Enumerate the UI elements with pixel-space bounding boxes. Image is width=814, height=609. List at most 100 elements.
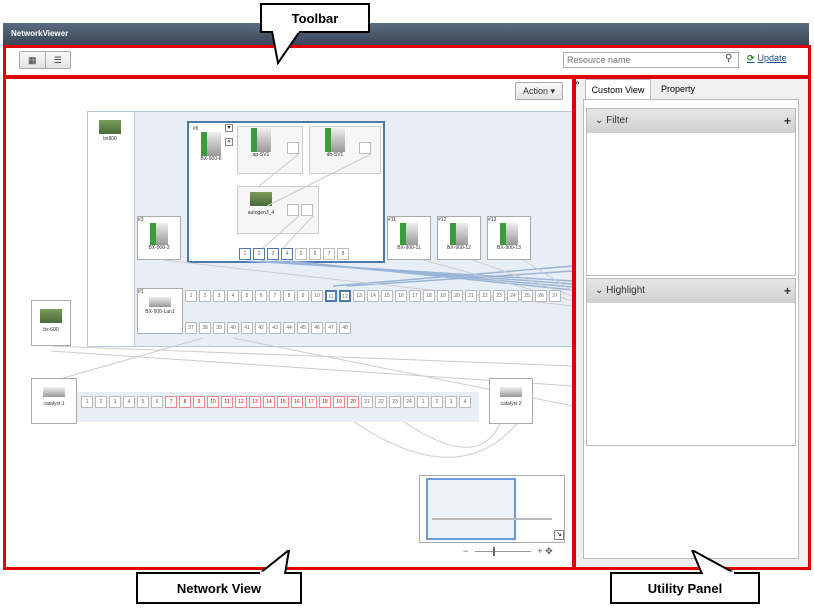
highlight-header[interactable]: ⌄ Highlight+ (587, 279, 795, 303)
server-port[interactable]: 3 (267, 248, 279, 260)
switch-port[interactable]: 27 (549, 290, 561, 302)
switch-port[interactable]: 25 (521, 290, 533, 302)
switch-port[interactable]: 18 (423, 290, 435, 302)
switch-port[interactable]: 9 (297, 290, 309, 302)
add-filter-icon[interactable]: + (783, 114, 791, 128)
tab-custom-view[interactable]: Custom View (585, 79, 651, 99)
catalyst-port[interactable]: 22 (375, 396, 387, 408)
switch-port[interactable]: 43 (269, 322, 281, 334)
server-port[interactable]: 8 (337, 248, 349, 260)
catalyst-port-error[interactable]: 18 (319, 396, 331, 408)
switch-port[interactable]: 39 (213, 322, 225, 334)
catalyst-port-error[interactable]: 13 (249, 396, 261, 408)
catalyst-port[interactable]: 24 (403, 396, 415, 408)
switch-port[interactable]: 14 (367, 290, 379, 302)
vswitch-port[interactable] (301, 204, 313, 216)
action-button[interactable]: Action ▾ (515, 82, 563, 100)
catalyst-port[interactable]: 1 (81, 396, 93, 408)
catalyst-port-error[interactable]: 19 (333, 396, 345, 408)
server-port[interactable]: 1 (239, 248, 251, 260)
lan-switch-node[interactable]: #1 BX-900-Lan1 (137, 288, 183, 334)
server-node-bx900-6[interactable]: #6 BX-900-6 (193, 126, 229, 170)
server-port[interactable]: 2 (253, 248, 265, 260)
switch-port[interactable]: 22 (479, 290, 491, 302)
server-port[interactable]: 7 (323, 248, 335, 260)
minimap-viewport[interactable] (426, 478, 516, 540)
switch-port[interactable]: 24 (507, 290, 519, 302)
catalyst-port[interactable]: 4 (459, 396, 471, 408)
switch-port[interactable]: 19 (437, 290, 449, 302)
switch-port[interactable]: 5 (241, 290, 253, 302)
catalyst-port[interactable]: 1 (417, 396, 429, 408)
server-node-bx900-3[interactable]: #3 BX-900-3 (137, 216, 181, 260)
fit-icon[interactable]: ✥ (545, 546, 553, 556)
vm-port[interactable] (287, 142, 299, 154)
zoom-slider[interactable] (474, 547, 531, 557)
chassis-node-bx900[interactable]: bx900 (95, 118, 125, 148)
vswitch-node-autogen[interactable]: autogen3_4 (241, 188, 281, 228)
switch-port[interactable]: 48 (339, 322, 351, 334)
catalyst-port-error[interactable]: 17 (305, 396, 317, 408)
server-port[interactable]: 6 (309, 248, 321, 260)
switch-port[interactable]: 11 (325, 290, 337, 302)
panel-collapse-icon[interactable]: » (575, 78, 580, 87)
switch-port[interactable]: 16 (395, 290, 407, 302)
vm-node-db-sv1[interactable]: db-SV1 (315, 128, 355, 168)
catalyst-port[interactable]: 5 (137, 396, 149, 408)
switch-port[interactable]: 26 (535, 290, 547, 302)
list-view-icon[interactable]: ☰ (53, 54, 62, 65)
catalyst-port[interactable]: 4 (123, 396, 135, 408)
switch-port[interactable]: 10 (311, 290, 323, 302)
switch-port[interactable]: 13 (353, 290, 365, 302)
switch-port[interactable]: 40 (227, 322, 239, 334)
catalyst-port-error[interactable]: 15 (277, 396, 289, 408)
catalyst-port[interactable]: 3 (445, 396, 457, 408)
catalyst-port-error[interactable]: 8 (179, 396, 191, 408)
switch-port[interactable]: 15 (381, 290, 393, 302)
switch-port[interactable]: 17 (409, 290, 421, 302)
search-icon[interactable]: ⚲ (725, 53, 733, 64)
network-view[interactable]: Action ▾ bx900 #6 BX-900-6 ▾ « ap-SV1 db… (3, 76, 573, 567)
catalyst-port[interactable]: 3 (109, 396, 121, 408)
catalyst-port-error[interactable]: 11 (221, 396, 233, 408)
server-port[interactable]: 4 (281, 248, 293, 260)
catalyst-port-error[interactable]: 10 (207, 396, 219, 408)
vm-port[interactable] (359, 142, 371, 154)
switch-node-catalyst1[interactable]: catalyst 1 (31, 378, 77, 424)
switch-port[interactable]: 4 (227, 290, 239, 302)
tab-property[interactable]: Property (653, 79, 703, 99)
switch-port[interactable]: 44 (283, 322, 295, 334)
update-button[interactable]: ⟳Update (747, 53, 787, 64)
zoom-in-icon[interactable]: + (537, 546, 543, 556)
switch-port[interactable]: 41 (241, 322, 253, 334)
switch-port[interactable]: 42 (255, 322, 267, 334)
catalyst-port[interactable]: 21 (361, 396, 373, 408)
vswitch-port[interactable] (287, 204, 299, 216)
switch-port[interactable]: 37 (185, 322, 197, 334)
minimap[interactable]: ↘ (419, 475, 565, 543)
switch-port[interactable]: 6 (255, 290, 267, 302)
catalyst-port-error[interactable]: 12 (235, 396, 247, 408)
expand-icon[interactable]: « (225, 138, 233, 146)
vm-node-ap-sv1[interactable]: ap-SV1 (241, 128, 281, 168)
catalyst-port[interactable]: 2 (95, 396, 107, 408)
switch-port[interactable]: 20 (451, 290, 463, 302)
collapse-icon[interactable]: ▾ (225, 124, 233, 132)
zoom-out-icon[interactable]: − (463, 546, 469, 556)
switch-port[interactable]: 12 (339, 290, 351, 302)
catalyst-port[interactable]: 6 (151, 396, 163, 408)
catalyst-port-error[interactable]: 9 (193, 396, 205, 408)
catalyst-port-error[interactable]: 7 (165, 396, 177, 408)
switch-node-catalyst2[interactable]: catalyst 2 (489, 378, 533, 424)
switch-port[interactable]: 38 (199, 322, 211, 334)
server-port[interactable]: 5 (295, 248, 307, 260)
add-highlight-icon[interactable]: + (783, 284, 791, 298)
chassis-node-bx600[interactable]: bx-600 (31, 300, 71, 346)
switch-port[interactable]: 45 (297, 322, 309, 334)
catalyst-port-error[interactable]: 14 (263, 396, 275, 408)
filter-header[interactable]: ⌄ Filter+ (587, 109, 795, 133)
switch-port[interactable]: 47 (325, 322, 337, 334)
minimap-resize-icon[interactable]: ↘ (554, 530, 564, 540)
catalyst-port[interactable]: 2 (431, 396, 443, 408)
catalyst-port-error[interactable]: 16 (291, 396, 303, 408)
